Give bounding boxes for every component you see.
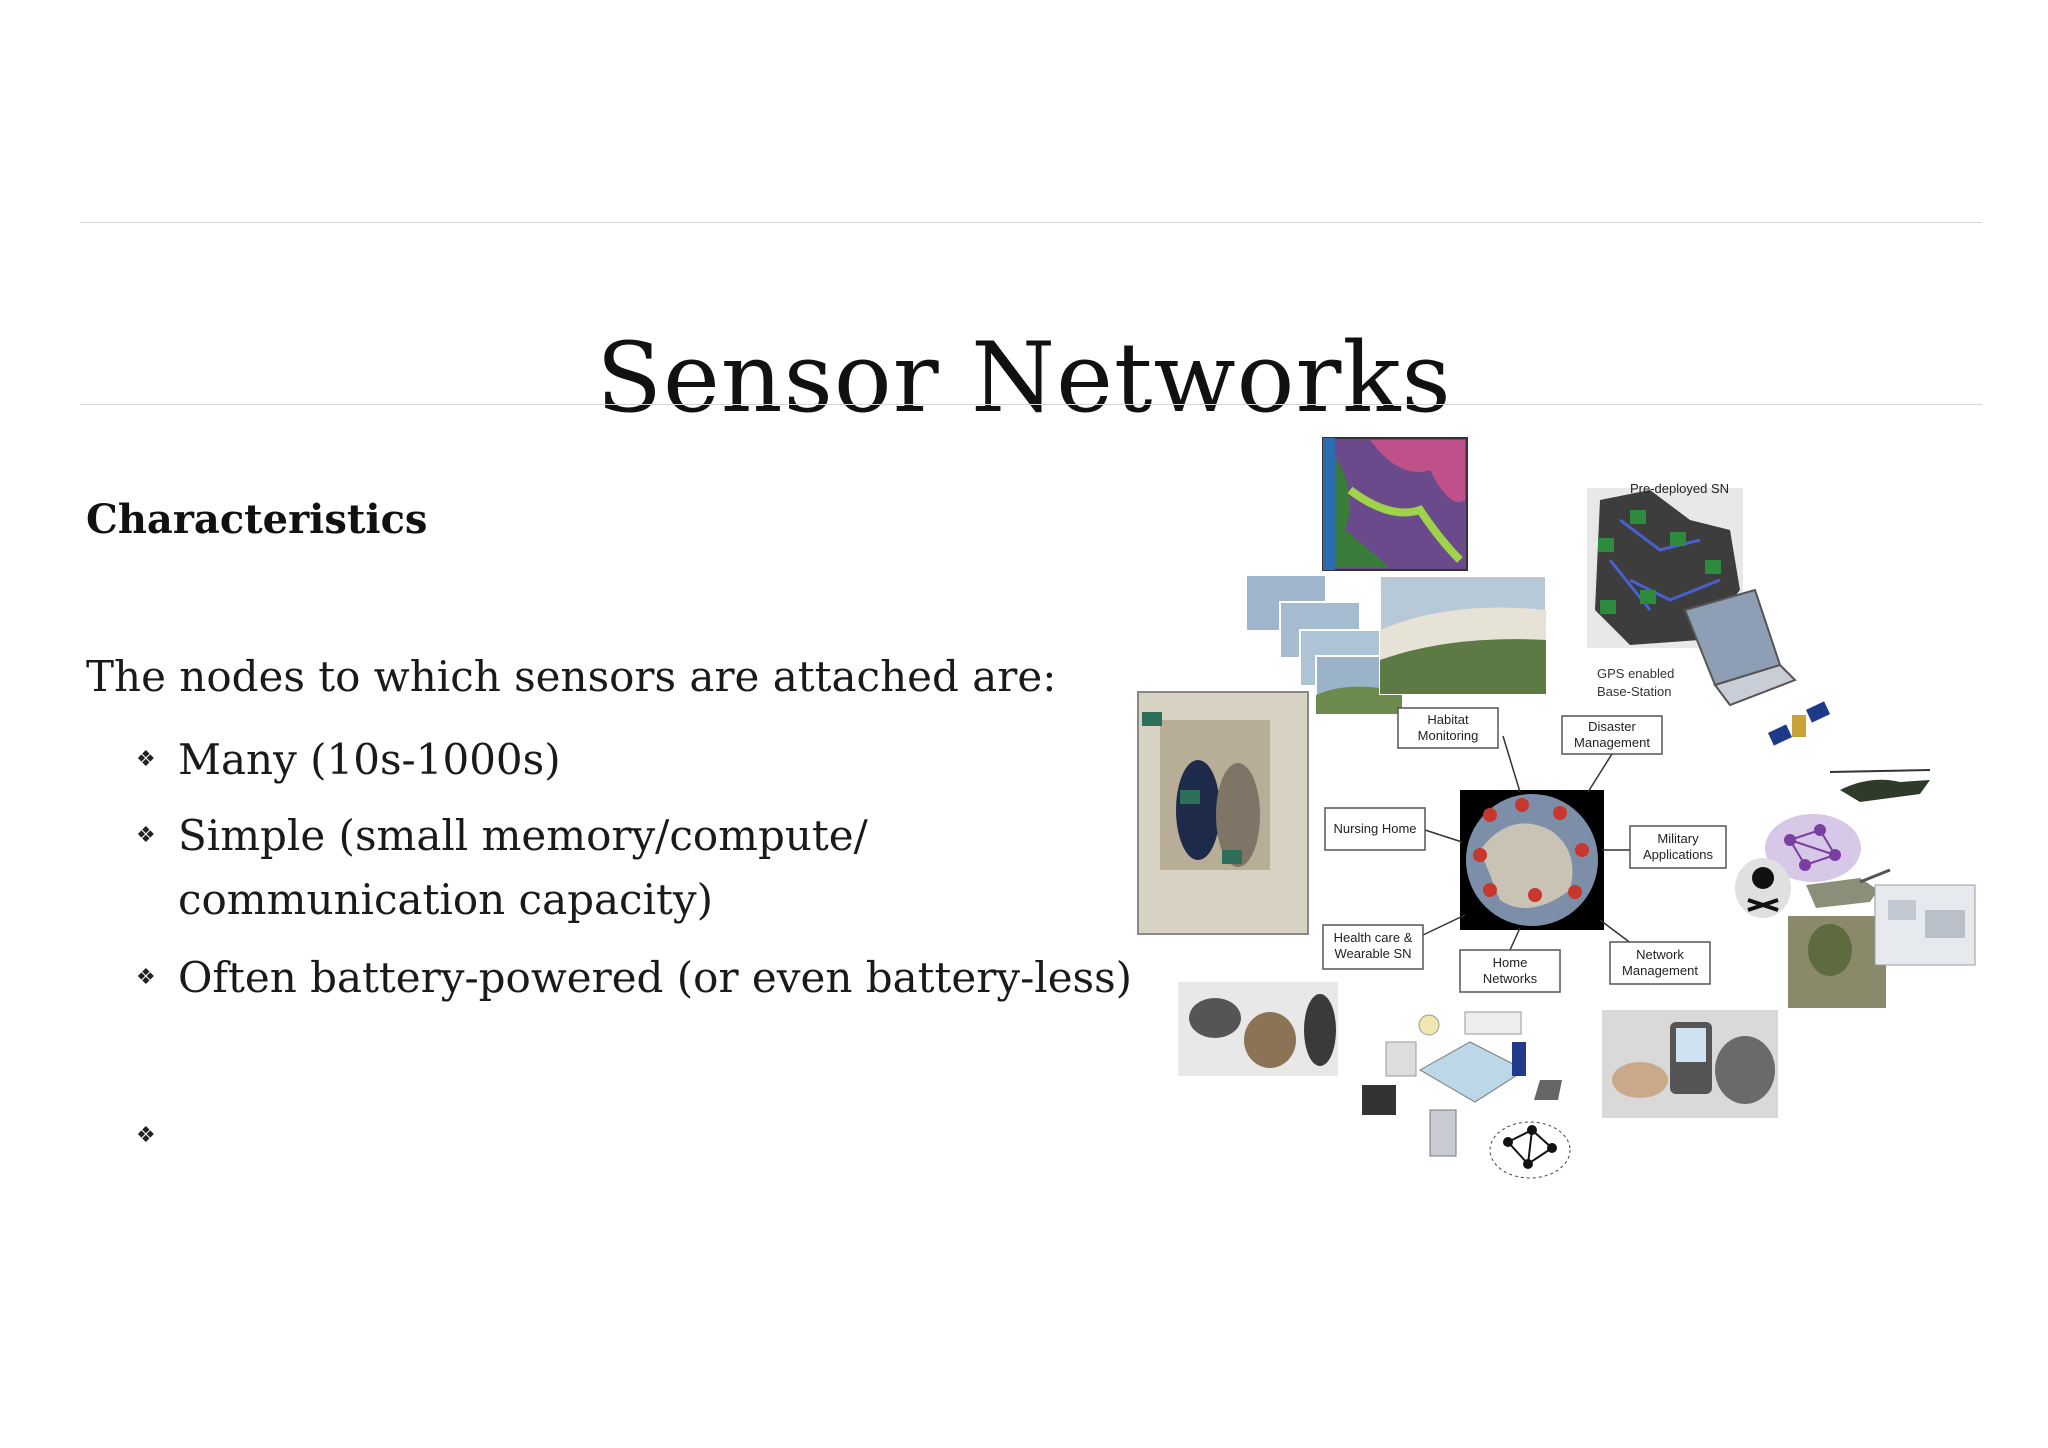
- label-habitat-monitoring: Habitat Monitoring: [1397, 707, 1499, 749]
- label-disaster-management: Disaster Management: [1561, 715, 1663, 755]
- intro-text: The nodes to which sensors are attached …: [86, 652, 1057, 701]
- bullet-text-line-1: Simple (small memory/compute/: [178, 811, 868, 860]
- bullet-text: Many (10s-1000s): [178, 735, 561, 784]
- sensor-graph-icon: [1489, 1121, 1571, 1179]
- title-underline-rule: [80, 404, 1982, 405]
- slide-title: Sensor Networks: [596, 322, 1452, 435]
- diamond-bullet-icon: ❖: [136, 965, 156, 990]
- bullet-text-line-2: communication capacity): [178, 875, 713, 924]
- earth-globe-image: [1460, 790, 1604, 930]
- predeployed-label: Pre-deployed SN: [1630, 481, 1729, 496]
- skull-hazard-icon: [1735, 858, 1791, 918]
- nursing-home-photo: [1137, 691, 1309, 935]
- svg-text:Network: Network: [1636, 947, 1684, 962]
- svg-text:Management: Management: [1574, 735, 1650, 750]
- label-nursing-home: Nursing Home: [1324, 807, 1426, 851]
- pda-handheld-photo: [1602, 1010, 1778, 1118]
- soldier-photo: [1788, 916, 1886, 1008]
- gps-base-station-label: GPS enabled Base-Station: [1597, 666, 1678, 699]
- svg-text:Home: Home: [1493, 955, 1528, 970]
- svg-text:Habitat: Habitat: [1427, 712, 1469, 727]
- label-military-applications: Military Applications: [1629, 825, 1727, 869]
- svg-text:Health care &: Health care &: [1334, 930, 1413, 945]
- tank-icon: [1806, 868, 1891, 908]
- section-heading: Characteristics: [86, 496, 428, 543]
- diamond-bullet-icon: ❖: [136, 823, 156, 848]
- laptop-icon: [1683, 588, 1797, 707]
- top-rule: [80, 222, 1982, 223]
- bullet-text: Often battery-powered (or even battery-l…: [178, 953, 1133, 1002]
- svg-text:Military: Military: [1657, 831, 1699, 846]
- healthcare-photo: [1178, 982, 1338, 1076]
- svg-text:Networks: Networks: [1483, 971, 1538, 986]
- diamond-bullet-icon: ❖: [136, 747, 156, 772]
- home-devices-illustration: [1362, 1011, 1562, 1157]
- diamond-bullet-icon: ❖: [136, 1123, 156, 1148]
- svg-text:Monitoring: Monitoring: [1418, 728, 1479, 743]
- snow-scene-photo: [1874, 884, 1976, 966]
- svg-text:Management: Management: [1622, 963, 1698, 978]
- label-network-management: Network Management: [1609, 941, 1711, 985]
- satellite-icon: [1767, 701, 1831, 746]
- network-cloud-icon: [1765, 814, 1861, 882]
- label-health-care-wearable: Health care & Wearable SN: [1322, 924, 1424, 970]
- svg-text:Applications: Applications: [1643, 847, 1714, 862]
- label-home-networks: Home Networks: [1459, 949, 1561, 993]
- svg-text:Disaster: Disaster: [1588, 719, 1636, 734]
- beach-photo: [1379, 575, 1547, 695]
- svg-text:Nursing Home: Nursing Home: [1333, 821, 1416, 836]
- sensor-network-applications-figure: Pre-deployed SN GPS enabled Base-Station: [1137, 437, 1976, 1179]
- helicopter-icon: [1829, 769, 1931, 802]
- terrain-map-image: [1322, 437, 1468, 571]
- svg-text:Wearable SN: Wearable SN: [1334, 946, 1411, 961]
